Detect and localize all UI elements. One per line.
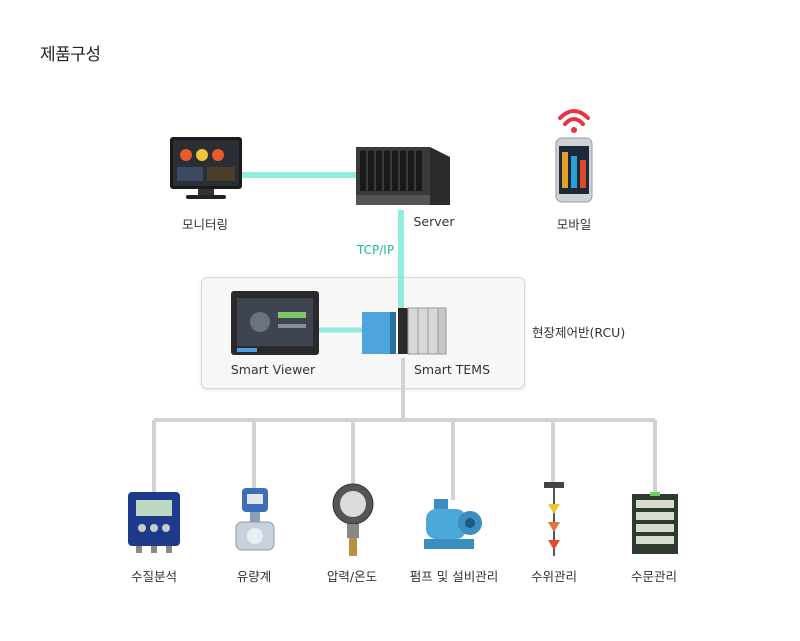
mobile-icon [555,109,593,203]
server-label: Server [413,214,455,229]
page-title: 제품구성 [40,45,101,65]
sensor-label-2: 유량계 [236,569,272,584]
sensor-label-1: 수질분석 [130,569,178,584]
plc-icon [362,307,447,355]
pressure-gauge-icon [332,483,374,556]
rcu-label: 현장제어반(RCU) [532,325,626,340]
monitoring-label: 모니터링 [181,217,229,232]
flowmeter-icon [235,488,275,551]
sensor-label-3: 압력/온도 [326,569,378,584]
server-icon [356,147,450,205]
sensor-label-5: 수위관리 [530,569,578,584]
monitor-icon [170,137,242,199]
panel-pc-icon [231,291,319,355]
level-sensor-icon [544,482,564,556]
pump-icon [424,499,482,549]
smart-viewer-label: Smart Viewer [230,362,316,377]
sensor-label-6: 수문관리 [630,569,678,584]
gate-panel-icon [632,492,678,554]
protocol-label: TCP/IP [357,243,395,257]
sensor-label-4: 펌프 및 설비관리 [409,569,499,584]
smart-tems-label: Smart TEMS [413,362,491,377]
water-analyzer-icon [128,492,180,553]
mobile-label: 모바일 [556,217,592,232]
